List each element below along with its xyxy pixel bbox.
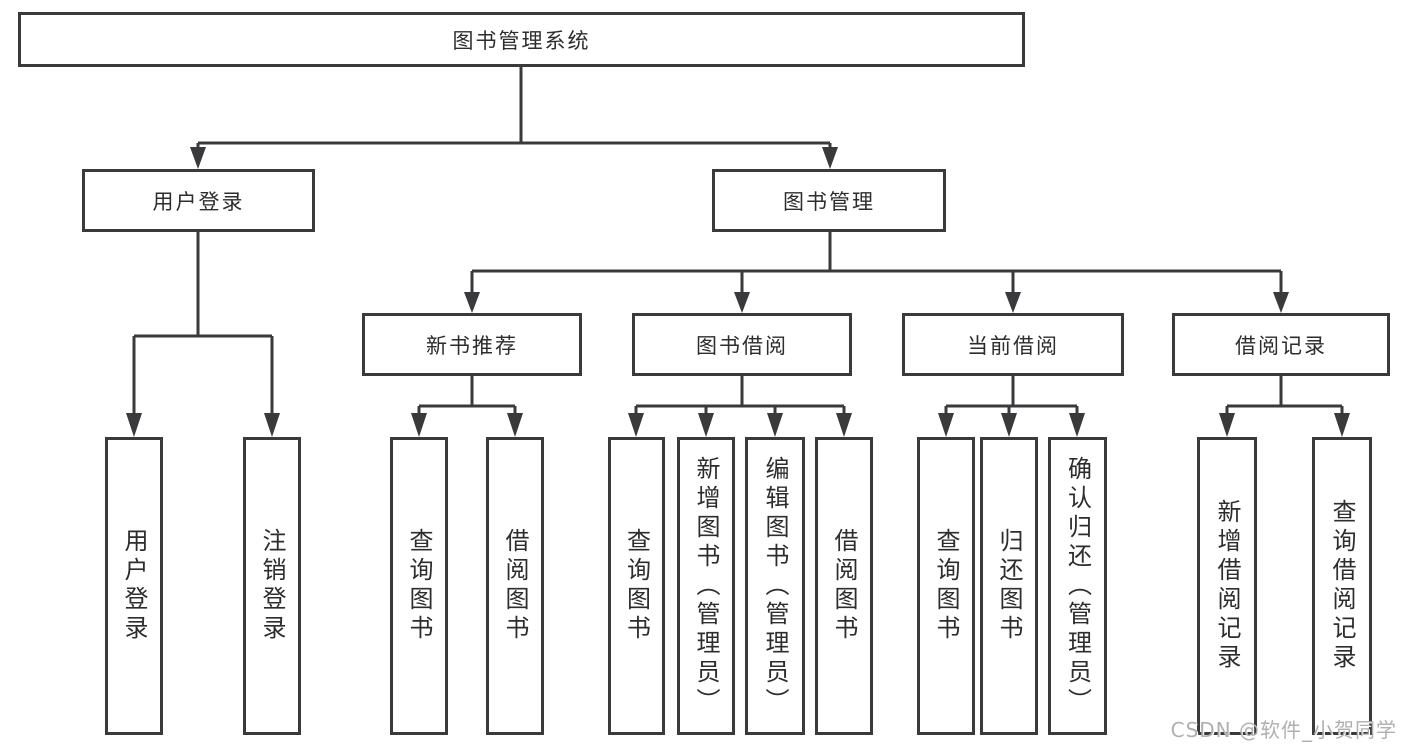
- leaf-current-confirm-return-admin-label: 确认归还（管理员）: [1063, 455, 1092, 717]
- leaf-borrowing-add-books-admin: 新增图书（管理员）: [677, 437, 735, 735]
- node-book-management-label: 图书管理: [783, 189, 875, 214]
- leaf-user-login-label: 用户登录: [120, 528, 148, 644]
- leaf-recommend-borrow-books-label: 借阅图书: [501, 528, 529, 644]
- leaf-current-return-books-label: 归还图书: [995, 528, 1023, 644]
- leaf-records-add-record-label: 新增借阅记录: [1213, 499, 1241, 673]
- leaf-borrowing-query-books-label: 查询图书: [622, 528, 651, 644]
- leaf-borrowing-edit-books-admin-label: 编辑图书（管理员）: [761, 455, 789, 717]
- node-user-login-label: 用户登录: [152, 189, 245, 214]
- leaf-records-query-record-label: 查询借阅记录: [1328, 499, 1356, 673]
- node-root-system: 图书管理系统: [18, 12, 1025, 67]
- leaf-logout: 注销登录: [243, 437, 301, 735]
- leaf-borrowing-borrow-books: 借阅图书: [815, 437, 873, 735]
- leaf-current-confirm-return-admin: 确认归还（管理员）: [1048, 437, 1107, 735]
- node-user-login: 用户登录: [82, 169, 315, 232]
- leaf-logout-label: 注销登录: [258, 528, 286, 644]
- leaf-borrowing-edit-books-admin: 编辑图书（管理员）: [745, 437, 805, 735]
- leaf-current-return-books: 归还图书: [980, 437, 1038, 735]
- node-book-borrowing-label: 图书借阅: [696, 333, 788, 358]
- leaf-recommend-borrow-books: 借阅图书: [486, 437, 544, 735]
- connector-edges: [132, 67, 1344, 414]
- leaf-recommend-query-books-label: 查询图书: [405, 528, 433, 644]
- node-new-book-recommend: 新书推荐: [362, 313, 582, 376]
- leaf-current-query-books-label: 查询图书: [932, 528, 960, 644]
- node-book-borrowing: 图书借阅: [632, 313, 852, 376]
- leaf-borrowing-borrow-books-label: 借阅图书: [830, 528, 858, 644]
- node-borrow-records: 借阅记录: [1172, 313, 1390, 376]
- leaf-borrowing-query-books: 查询图书: [608, 437, 665, 735]
- node-new-book-recommend-label: 新书推荐: [426, 333, 518, 358]
- node-current-borrowing: 当前借阅: [902, 313, 1124, 376]
- node-borrow-records-label: 借阅记录: [1235, 333, 1327, 358]
- leaf-records-query-record: 查询借阅记录: [1312, 437, 1372, 735]
- leaf-user-login: 用户登录: [105, 437, 163, 735]
- leaf-current-query-books: 查询图书: [917, 437, 975, 735]
- arrowheads: [126, 147, 1350, 437]
- node-current-borrowing-label: 当前借阅: [967, 333, 1059, 358]
- node-root-label: 图书管理系统: [452, 28, 591, 53]
- leaf-records-add-record: 新增借阅记录: [1197, 437, 1257, 735]
- leaf-borrowing-add-books-admin-label: 新增图书（管理员）: [692, 455, 720, 717]
- node-book-management: 图书管理: [712, 169, 946, 232]
- leaf-recommend-query-books: 查询图书: [390, 437, 448, 735]
- csdn-watermark: CSDN @软件_小贺同学: [1170, 718, 1397, 742]
